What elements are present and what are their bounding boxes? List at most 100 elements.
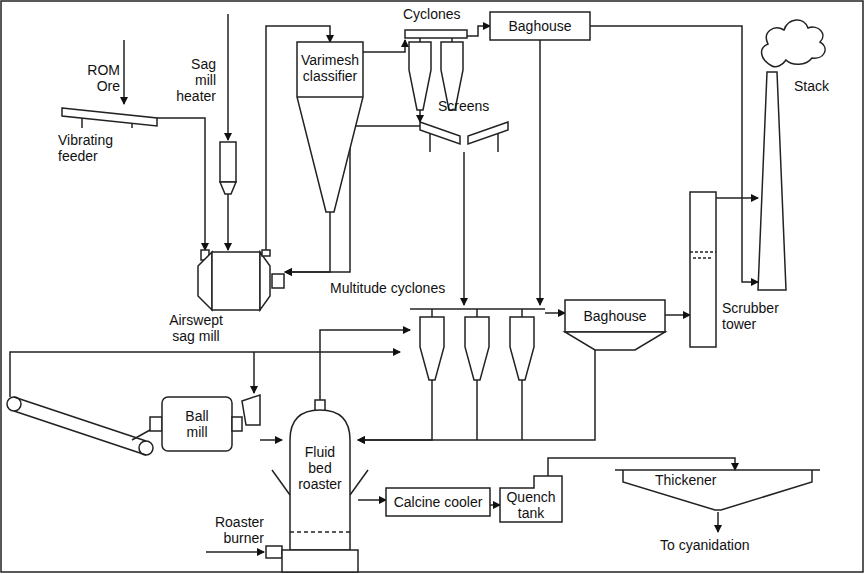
sag-mill-outline — [198, 252, 212, 310]
sag-mill-label: Airswept sag mill — [160, 312, 232, 344]
sag-mill-outline — [260, 252, 270, 310]
flow-line — [358, 380, 432, 440]
scrubber-tower-outline — [690, 192, 716, 347]
flow-line — [363, 40, 405, 52]
thickener: Thickener — [615, 470, 820, 514]
baghouse-outline — [490, 12, 590, 40]
return-line — [10, 352, 400, 397]
ball-mill-outline — [242, 395, 260, 425]
classifier-outline — [297, 96, 363, 98]
heater-outline — [220, 182, 236, 194]
feed-label: ROM Ore — [84, 62, 120, 94]
roaster-outline — [282, 550, 358, 572]
flow-line — [545, 312, 565, 314]
stack: Stack — [758, 72, 786, 290]
stack-shape — [758, 72, 786, 290]
roaster-outline — [272, 470, 290, 495]
roaster-outline — [350, 470, 368, 495]
heater-outline — [220, 142, 236, 182]
roaster-label: Fluid bed roaster — [292, 444, 348, 492]
flow-line — [716, 197, 758, 199]
ball-mill-outline — [232, 417, 242, 431]
thickener-outline — [623, 470, 812, 510]
classifier: Varimesh classifier — [297, 42, 363, 212]
baghouse-label: Baghouse — [490, 18, 590, 34]
feeder-outline — [131, 123, 133, 128]
burner-label: Roaster burner — [200, 514, 264, 546]
cyclones-outline — [405, 30, 467, 38]
ball-mill-feed-line — [253, 352, 255, 393]
feeder: Vibrating feeder — [62, 108, 157, 128]
scrubber-tower-outline — [693, 257, 713, 259]
baghouse-outline — [565, 332, 665, 350]
roaster-outline — [290, 531, 350, 533]
roaster-outline — [290, 410, 350, 550]
screens-label: Screens — [438, 98, 489, 114]
heater: Sag mill heater — [220, 142, 236, 194]
flow-line — [260, 439, 282, 441]
feeder-outline — [62, 108, 157, 126]
flow-line — [419, 110, 421, 122]
flow-line — [227, 194, 229, 250]
screens-outline — [420, 122, 460, 144]
burner-line — [206, 551, 264, 553]
screens-outline — [429, 133, 431, 152]
cyclone-underflow — [521, 380, 523, 440]
multiclones-label: Multitude cyclones — [330, 280, 445, 296]
flow-line — [285, 126, 420, 272]
multiclones-outline — [465, 317, 489, 380]
ball-mill: Ball mill — [150, 395, 260, 453]
sag-mill-shape — [190, 250, 285, 312]
ore-feed-line — [123, 40, 125, 104]
baghouse-label: Baghouse — [565, 308, 665, 324]
sag-mill-outline — [212, 252, 260, 310]
sag-mill-outline — [272, 274, 284, 288]
scrubber-tower-outline — [690, 251, 716, 253]
conveyor-belt — [14, 397, 146, 441]
quench-tank-label: Quench tank — [500, 489, 562, 521]
flow-line — [157, 118, 205, 250]
feeder-outline — [81, 118, 83, 128]
screens: Screens — [420, 122, 508, 152]
sag-mill: Airswept sag mill — [190, 250, 285, 312]
feeder-label: Vibrating feeder — [58, 132, 128, 164]
flow-line — [665, 314, 690, 316]
quench-tank-outline — [500, 476, 562, 522]
thickener-shape — [615, 470, 820, 514]
cyclones-label: Cyclones — [403, 6, 461, 22]
screens-outline — [497, 133, 499, 152]
baghouse-outline — [565, 300, 665, 332]
calcine-cooler-label: Calcine cooler — [386, 494, 490, 510]
multiclones-outline — [510, 317, 534, 380]
baghouse-shape — [565, 300, 665, 350]
flow-line — [320, 330, 410, 400]
ball-mill-discharge — [132, 430, 150, 440]
screens-outline — [468, 122, 508, 144]
flow-line — [490, 504, 500, 506]
burner — [266, 546, 282, 558]
flow-line — [467, 26, 490, 36]
ball-mill-outline — [162, 397, 232, 451]
multiclones-outline — [431, 309, 433, 317]
baghouse: Baghouse — [490, 12, 590, 40]
flow-line — [285, 212, 330, 272]
stack-label: Stack — [794, 78, 829, 94]
quench-tank: Quench tank — [500, 476, 562, 522]
heater-label: Sag mill heater — [168, 56, 216, 104]
calcine-cooler-outline — [386, 488, 490, 516]
conveyor-belt — [14, 411, 146, 455]
scrubber-tower-label: Scrubber tower — [722, 300, 792, 332]
flow-line — [590, 26, 758, 282]
roaster: Fluid bed roaster — [282, 400, 358, 572]
ball-mill-outline — [150, 417, 162, 431]
heater-inlet-line — [227, 14, 229, 140]
multiclones: Multitude cyclones — [410, 305, 545, 380]
product-label: To cyanidation — [660, 537, 750, 553]
baghouse: Baghouse — [565, 300, 665, 350]
thickener-outline — [615, 469, 820, 471]
multiclones-outline — [420, 317, 444, 380]
cyclone-underflow — [476, 380, 478, 440]
classifier-outline — [297, 42, 363, 212]
calcine-cooler: Calcine cooler — [386, 488, 490, 516]
sag-mill-outline — [262, 250, 270, 256]
